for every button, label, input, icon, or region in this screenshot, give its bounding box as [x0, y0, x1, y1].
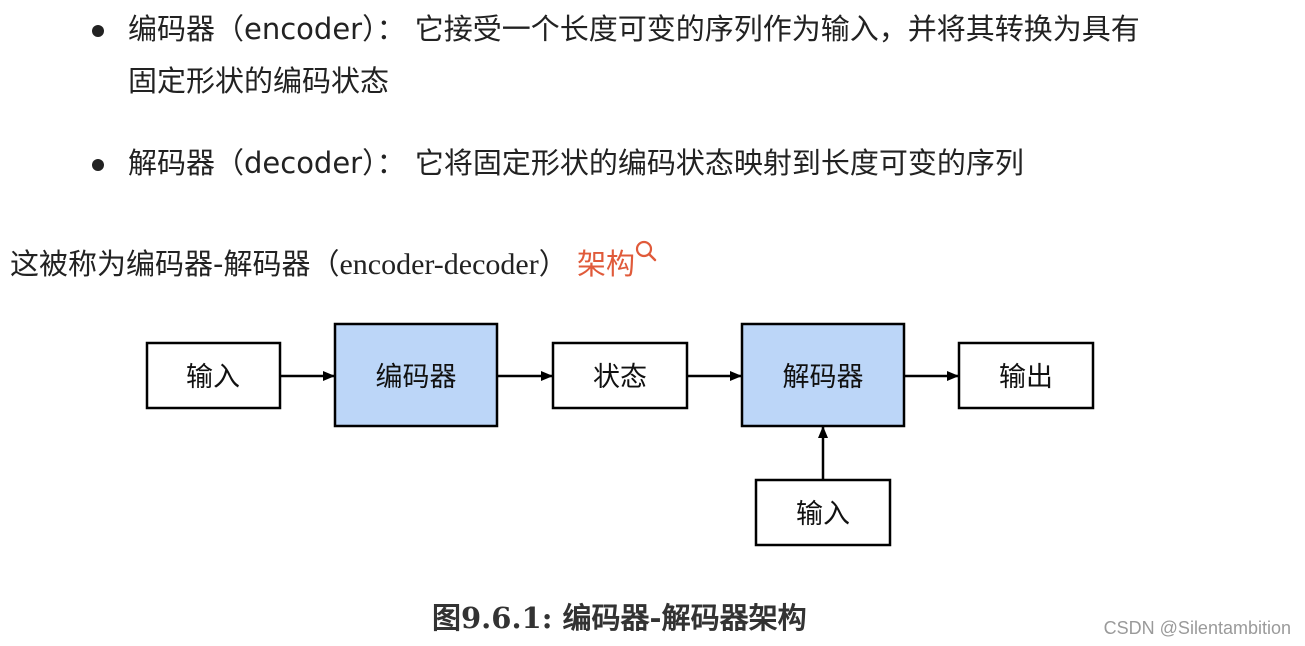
bullet-encoder-line1: 编码器（encoder）： 它接受一个长度可变的序列作为输入，并将其转换为具有	[128, 12, 1140, 46]
intro-suffix: ）	[538, 247, 568, 281]
encoder-label: 编码器	[376, 362, 457, 393]
architecture-link-label[interactable]: 架构	[576, 247, 635, 281]
intro-prefix: 这被称为编码器-解码器（	[10, 247, 340, 281]
output-label: 输出	[999, 362, 1053, 393]
intro-english-term: encoder-decoder	[339, 248, 539, 281]
bullet-dot	[92, 25, 104, 37]
input-box-left: 输入	[145, 341, 282, 410]
input-box-bottom: 输入	[754, 478, 892, 547]
output-box: 输出	[957, 341, 1095, 410]
search-icon[interactable]	[635, 240, 657, 264]
intro-sentence: 这被称为编码器-解码器（encoder-decoder） 架构	[10, 240, 657, 289]
decoder-box: 解码器	[740, 322, 906, 428]
architecture-link[interactable]: 架构	[576, 240, 657, 281]
bullet-encoder-line2: 固定形状的编码状态	[128, 64, 390, 98]
state-box: 状态	[551, 341, 689, 410]
input-bottom-label: 输入	[796, 499, 850, 530]
state-label: 状态	[593, 362, 647, 393]
watermark: CSDN @Silentambition	[1103, 618, 1291, 638]
encoder-box: 编码器	[333, 322, 499, 428]
bullet-dot	[92, 159, 104, 171]
bullet-decoder-line1: 解码器（decoder）： 它将固定形状的编码状态映射到长度可变的序列	[128, 146, 1024, 180]
figure-caption: 图9.6.1: 编码器-解码器架构	[432, 601, 807, 635]
input-left-label: 输入	[186, 362, 240, 393]
decoder-label: 解码器	[783, 362, 864, 393]
